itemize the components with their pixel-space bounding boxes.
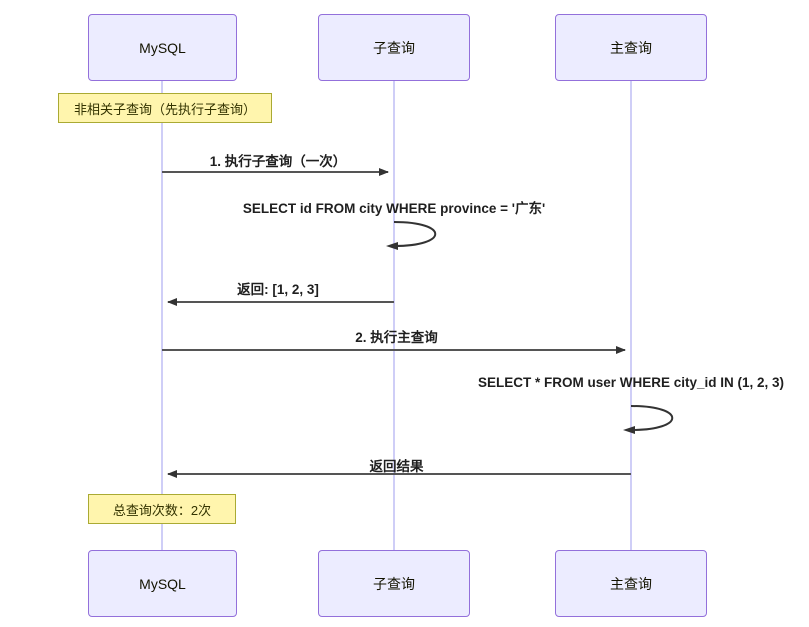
participant-label-mysql-bottom: MySQL <box>139 575 186 592</box>
message-label-3: 2. 执行主查询 <box>355 330 438 345</box>
lifeline-mainquery <box>630 81 632 550</box>
arrowhead-msg-3-self-loop <box>623 426 635 434</box>
participant-box-mysql-bottom[interactable]: MySQL <box>88 550 237 617</box>
participant-box-mysql-top[interactable]: MySQL <box>88 14 237 81</box>
message-label-2: 返回: [1, 2, 3] <box>237 282 319 297</box>
note-non-correlated-subquery-label: 非相关子查询（先执行子查询） <box>73 101 256 117</box>
participant-label-subquery-bottom: 子查询 <box>373 575 415 592</box>
arrow-msg-1-self-loop <box>393 221 437 247</box>
participant-box-subquery-top[interactable]: 子查询 <box>318 14 470 81</box>
participant-label-mysql-top: MySQL <box>139 39 186 56</box>
note-total-query-count: 总查询次数：2次 <box>88 494 236 524</box>
note-total-query-count-label: 总查询次数：2次 <box>112 502 212 518</box>
arrow-msg-3-self-loop <box>630 405 674 431</box>
lifeline-mysql <box>161 81 163 550</box>
lifeline-subquery <box>393 81 395 550</box>
message-label-3-sql: SELECT * FROM user WHERE city_id IN (1, … <box>477 375 785 390</box>
arrowhead-msg-1-self-loop <box>386 242 398 250</box>
message-label-1: 1. 执行子查询（一次） <box>209 154 347 169</box>
participant-box-subquery-bottom[interactable]: 子查询 <box>318 550 470 617</box>
message-label-1-sql: SELECT id FROM city WHERE province = '广东… <box>242 201 546 216</box>
note-non-correlated-subquery: 非相关子查询（先执行子查询） <box>58 93 272 123</box>
participant-box-mainquery-bottom[interactable]: 主查询 <box>555 550 707 617</box>
participant-label-mainquery-bottom: 主查询 <box>610 575 652 592</box>
participant-label-subquery-top: 子查询 <box>373 39 415 56</box>
message-label-4: 返回结果 <box>369 459 424 474</box>
participant-label-mainquery-top: 主查询 <box>610 39 652 56</box>
participant-box-mainquery-top[interactable]: 主查询 <box>555 14 707 81</box>
